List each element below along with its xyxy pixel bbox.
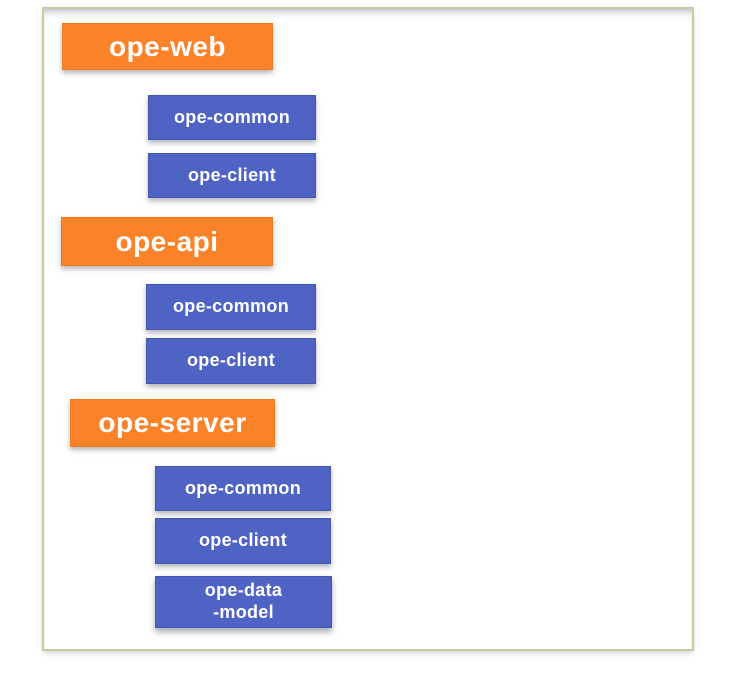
dependency-box-ope-common: ope-common: [148, 95, 316, 140]
module-box-ope-api: ope-api: [61, 217, 273, 266]
dependency-box-ope-client: ope-client: [146, 338, 316, 384]
dependency-box-ope-client: ope-client: [155, 518, 331, 564]
dependency-box-ope-client: ope-client: [148, 153, 316, 198]
diagram-canvas: [42, 7, 694, 651]
module-box-ope-server: ope-server: [70, 399, 275, 447]
dependency-box-ope-common: ope-common: [146, 284, 316, 330]
module-box-ope-web: ope-web: [62, 23, 273, 70]
dependency-box-ope-data-model: ope-data -model: [155, 576, 332, 628]
dependency-box-ope-common: ope-common: [155, 466, 331, 511]
